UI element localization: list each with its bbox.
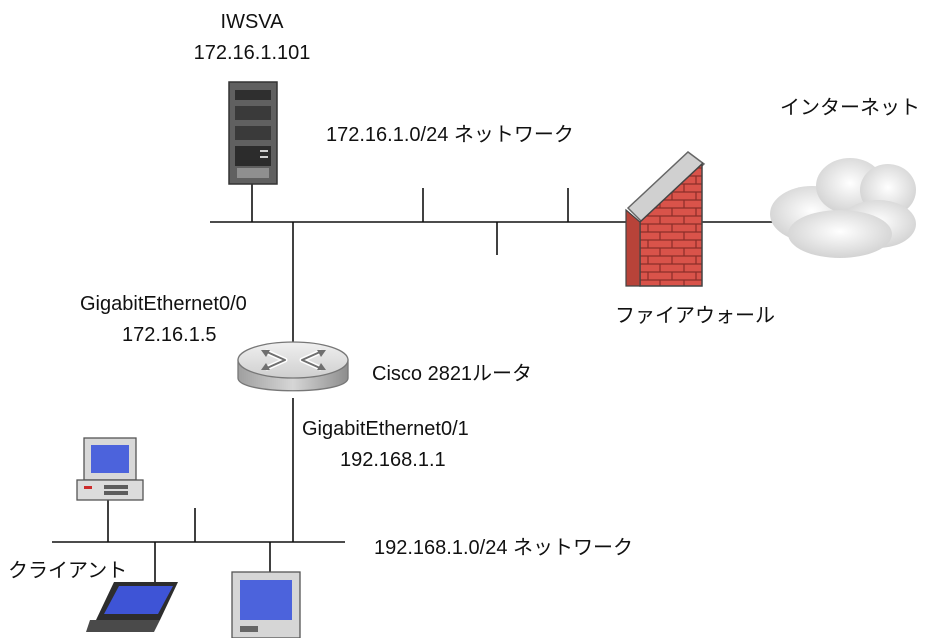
internet-label: インターネット bbox=[780, 96, 920, 119]
iwsva-ip-label: 172.16.1.101 bbox=[194, 42, 311, 64]
lower-network-label: 192.168.1.0/24 ネットワーク bbox=[374, 536, 633, 559]
cloud-icon bbox=[770, 158, 916, 258]
server-tower-icon bbox=[228, 81, 278, 185]
iwsva-name-label: IWSVA bbox=[221, 11, 285, 33]
router-upper-ip-label: 172.16.1.5 bbox=[122, 324, 217, 346]
router-upper-interface-label: GigabitEthernet0/0 bbox=[80, 293, 247, 315]
upper-network-label: 172.16.1.0/24 ネットワーク bbox=[326, 123, 574, 146]
monitor-pc-icon bbox=[231, 571, 301, 638]
firewall-label: ファイアウォール bbox=[615, 305, 775, 327]
network-lines bbox=[52, 184, 775, 582]
router-icon bbox=[237, 341, 349, 392]
router-model-label: Cisco 2821ルータ bbox=[372, 362, 532, 385]
desktop-pc-icon bbox=[76, 437, 144, 501]
clients-label: クライアント bbox=[8, 559, 127, 582]
router-lower-interface-label: GigabitEthernet0/1 bbox=[302, 418, 469, 440]
router-lower-ip-label: 192.168.1.1 bbox=[340, 449, 446, 471]
laptop-icon bbox=[86, 582, 178, 632]
brick-firewall-icon bbox=[625, 151, 706, 287]
